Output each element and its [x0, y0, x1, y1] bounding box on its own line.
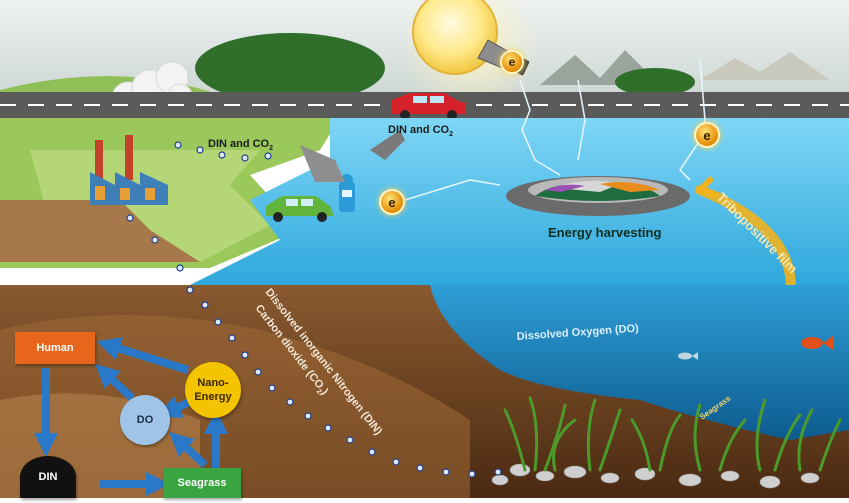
soil-bank	[0, 200, 200, 262]
charging-station	[339, 174, 355, 212]
seagrass-node: Seagrass	[163, 468, 241, 498]
seabed-pebbles	[491, 463, 820, 489]
factory	[90, 135, 168, 205]
din-co2-left-label: DIN and CO2	[208, 138, 273, 152]
electron-icon: e	[694, 122, 720, 148]
runoff-channel	[300, 145, 345, 182]
deep-water-basin	[430, 285, 849, 440]
arrow-seagrass-to-do	[169, 431, 208, 468]
mountains-right	[700, 52, 830, 80]
red-car	[392, 93, 466, 120]
din-co2-right-label: DIN and CO2	[388, 124, 453, 138]
energy-harvesting-device	[506, 176, 690, 216]
electron-icon: e	[500, 50, 524, 74]
molecule-chain	[126, 141, 502, 478]
outlet-pipe	[370, 130, 405, 160]
do-node: DO	[120, 395, 170, 445]
tribopositive-arrowhead	[694, 175, 719, 198]
orange-fish	[801, 336, 833, 350]
energy-harvesting-label: Energy harvesting	[548, 225, 661, 240]
cycle-arrows	[34, 337, 228, 496]
electron-icon: e	[379, 189, 405, 215]
arrow-nano-to-human	[96, 337, 190, 374]
arrow-do-to-human	[95, 363, 135, 401]
human-node: Human	[15, 332, 95, 364]
din-node: DIN	[20, 456, 76, 498]
green-car	[266, 196, 334, 222]
seagrass-plants	[503, 396, 842, 472]
forest-hill	[195, 33, 385, 103]
nano-energy-node: Nano- Energy	[185, 362, 241, 418]
tree-cluster	[615, 68, 695, 96]
small-fish	[678, 352, 698, 360]
